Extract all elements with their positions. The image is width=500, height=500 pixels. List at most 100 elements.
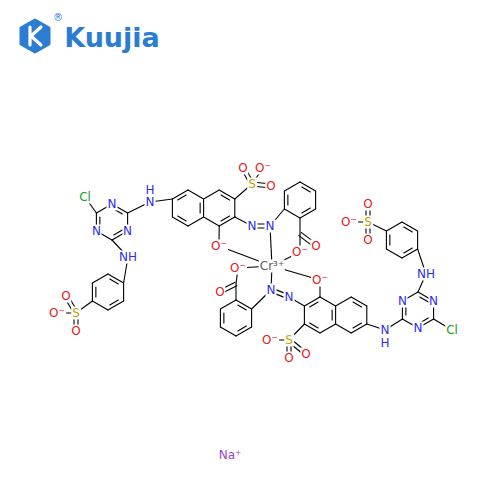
bond-line (320, 297, 336, 306)
bond-line (417, 231, 418, 249)
bond-line (219, 217, 235, 226)
atom-label: O (362, 198, 373, 211)
bond-line (108, 301, 124, 310)
bond-line (353, 323, 361, 328)
atom-label: O⁻ (340, 216, 358, 229)
bond-line (351, 324, 367, 333)
atom-label: N (266, 284, 277, 297)
atom-label: O⁻ (261, 334, 279, 347)
bond-line (200, 203, 201, 213)
bond-line (402, 222, 418, 231)
bond-line (204, 217, 220, 226)
bond-line (300, 182, 316, 191)
atom-label: O (283, 352, 294, 365)
atom-label: O⁻ (311, 274, 329, 287)
atom-label: O (70, 325, 81, 338)
atom-label: O⁻ (48, 307, 66, 320)
bond-line (172, 217, 188, 226)
bond-line (332, 310, 333, 320)
bond-line (204, 190, 220, 199)
bond-line (287, 195, 288, 205)
bond-line (219, 190, 235, 199)
atom-label: N (380, 324, 391, 337)
bond-line (188, 217, 204, 226)
bond-line (108, 274, 124, 283)
atom-label: N (145, 196, 156, 209)
atom-label: N (413, 322, 424, 335)
bond-line (366, 306, 367, 324)
bond-line (304, 324, 320, 333)
bond-line (302, 208, 310, 213)
bond-line (221, 195, 229, 200)
bond-line (92, 274, 108, 283)
bond-line (336, 297, 352, 306)
bond-line (351, 297, 367, 306)
bond-line (92, 283, 93, 301)
bond-line (336, 324, 352, 333)
bond-line (221, 216, 229, 221)
bond-line (353, 302, 361, 307)
atom-label: O⁻ (210, 240, 228, 253)
atom-label: N (107, 198, 118, 211)
atom-label: S (71, 307, 81, 320)
bond-line (386, 231, 387, 249)
bond-line (404, 227, 412, 232)
bond-line (251, 309, 252, 327)
bond-line (284, 209, 300, 218)
logo-glyph (30, 27, 41, 45)
atom-label: N (247, 220, 258, 233)
bond-line (300, 209, 316, 218)
atom-label: O (300, 348, 311, 361)
bond-line (172, 190, 188, 199)
bond-line (238, 326, 246, 331)
atom-label: N (284, 291, 295, 304)
atom-label: N (122, 225, 133, 238)
bond-line (123, 283, 124, 301)
atom-label: N (428, 295, 439, 308)
bond-line (386, 249, 402, 258)
atom-label: NH (118, 251, 138, 264)
atom-label: Cl (445, 324, 459, 337)
atom-label: O (237, 162, 248, 175)
atom-label: S (247, 178, 257, 191)
bond-line (335, 306, 336, 324)
bond-line (284, 191, 285, 209)
atom-label: O⁻ (254, 162, 272, 175)
bond-line (223, 313, 224, 323)
atom-label: Na⁺ (218, 449, 243, 462)
atom-label: O (310, 240, 321, 253)
bond-line (110, 279, 118, 284)
atom-label: H (379, 337, 390, 350)
bond-line (310, 323, 318, 328)
bond-line (304, 306, 305, 324)
atom-label: O (60, 290, 71, 303)
bond-line (114, 230, 122, 235)
bond-line (420, 297, 428, 302)
atom-label: N (91, 225, 102, 238)
bond-line (402, 249, 418, 258)
bond-line (203, 199, 204, 217)
bond-line (172, 199, 173, 217)
bond-line (92, 301, 108, 310)
atom-label: O⁻ (291, 246, 309, 259)
bond-line (178, 195, 186, 200)
bond-line (178, 216, 186, 221)
bond-line (220, 327, 236, 336)
atom-label: Cl (78, 191, 92, 204)
bond-line (284, 182, 300, 191)
bond-line (299, 218, 300, 234)
bond-line (404, 248, 412, 253)
atom-label: O (214, 286, 225, 299)
bond-line (234, 199, 235, 217)
atom-label: N (397, 295, 408, 308)
atom-label: S (284, 334, 294, 347)
bond-line (320, 324, 336, 333)
atom-label: O (265, 180, 276, 193)
atom-label: NH (416, 268, 436, 281)
bond-line (188, 190, 204, 199)
bond-line (310, 302, 318, 307)
